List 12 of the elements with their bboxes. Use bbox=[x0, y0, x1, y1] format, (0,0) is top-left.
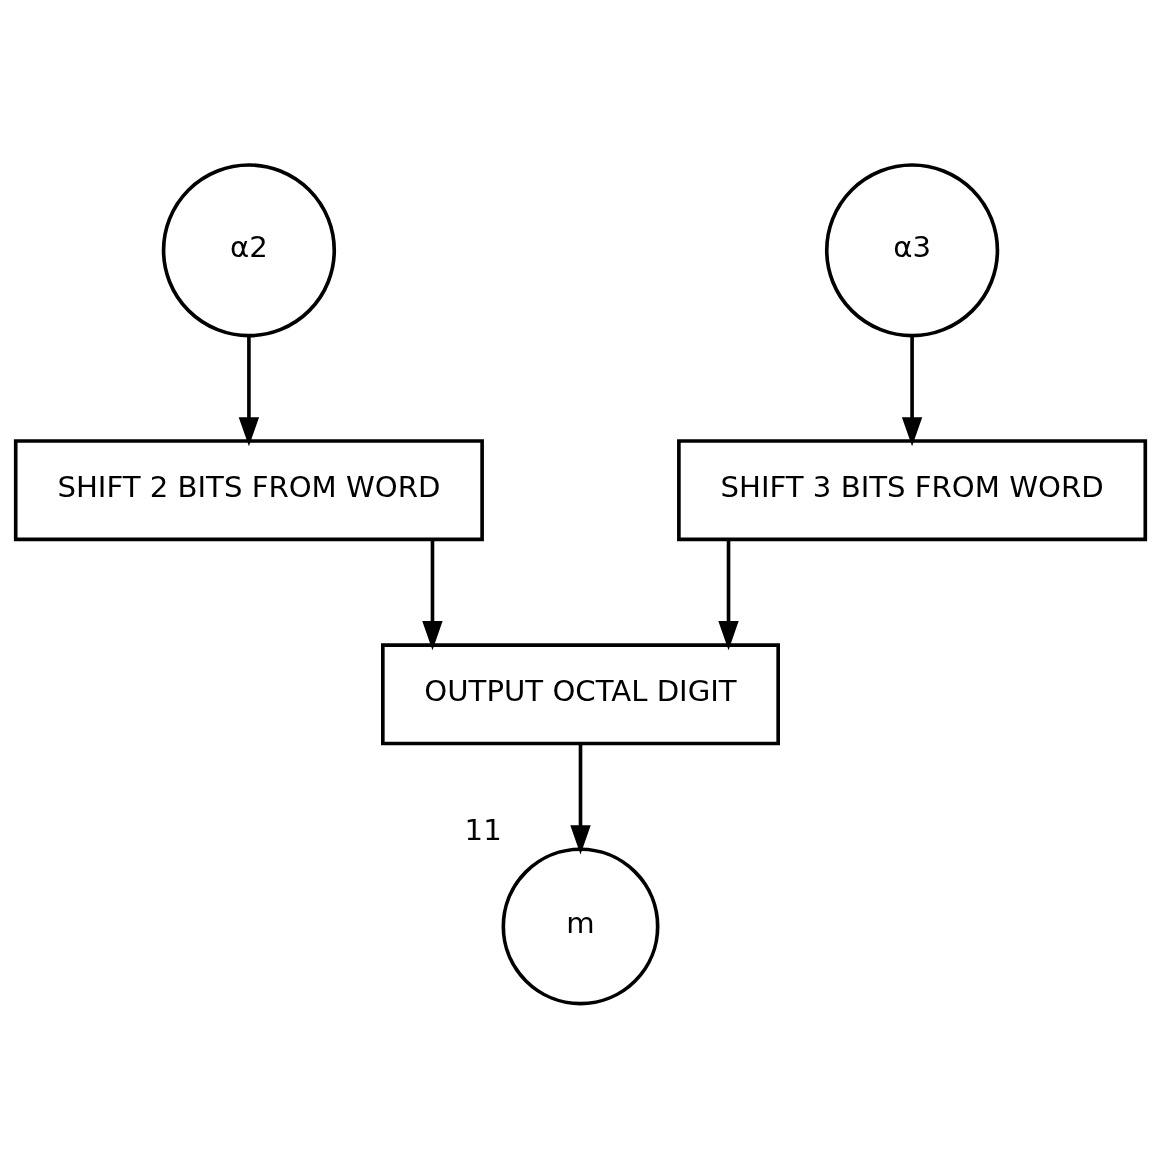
node-label: 11 bbox=[464, 812, 502, 847]
node-circle: α2 bbox=[161, 163, 337, 338]
node-box: OUTPUT OCTAL DIGIT bbox=[381, 643, 780, 746]
node-box: SHIFT 2 BITS FROM WORD bbox=[13, 439, 484, 542]
arrow bbox=[422, 539, 443, 651]
node-circle: α3 bbox=[824, 163, 1000, 338]
arrow bbox=[238, 335, 260, 447]
node-box: SHIFT 3 BITS FROM WORD bbox=[677, 439, 1148, 542]
arrow bbox=[570, 743, 591, 855]
arrow bbox=[718, 539, 739, 651]
node-circle: m bbox=[501, 847, 660, 1006]
arrow bbox=[901, 335, 923, 447]
